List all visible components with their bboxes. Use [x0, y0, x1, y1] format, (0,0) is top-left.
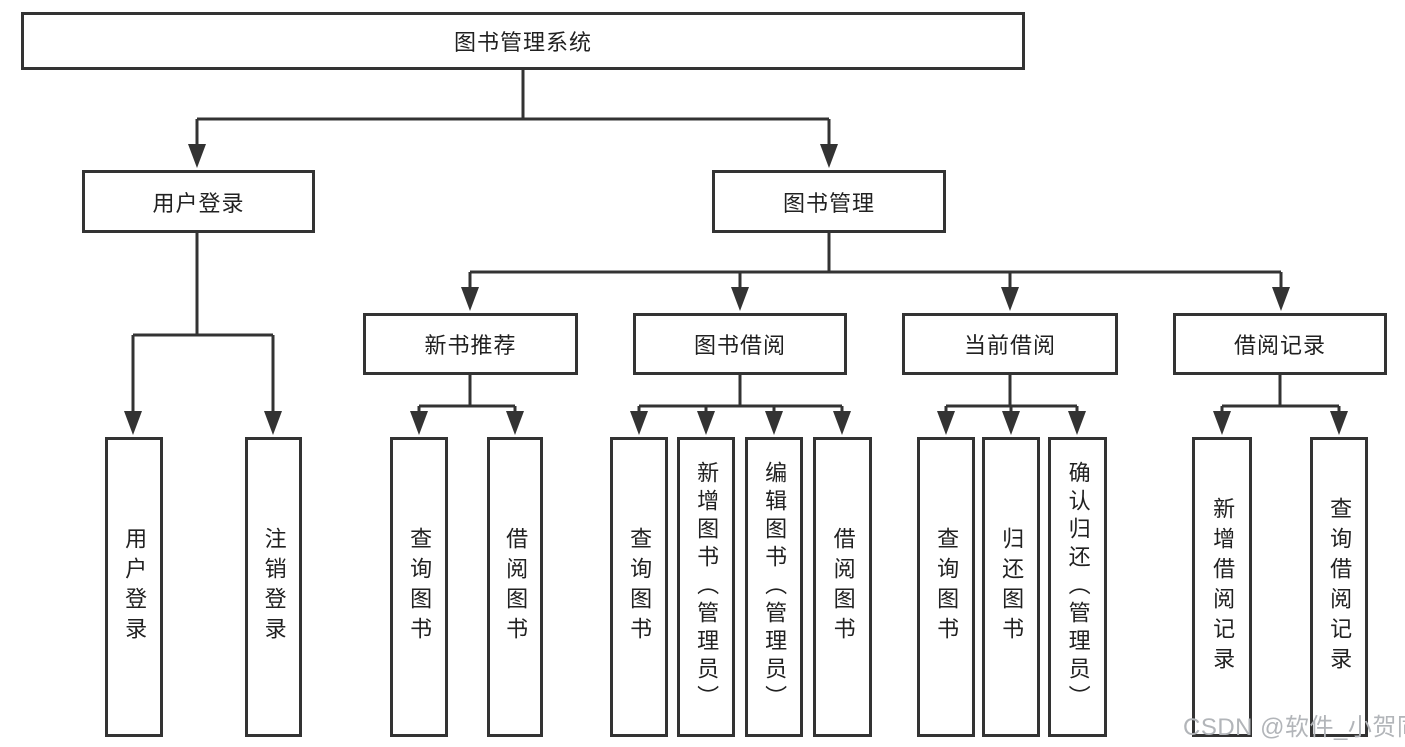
node-book-management-label: 图书管理	[782, 190, 875, 216]
connector-current-borrowing-to-leaves	[937, 375, 1086, 435]
node-leaf-bor-edit-books: 编辑图书（管理员）	[745, 437, 803, 737]
node-root-label: 图书管理系统	[453, 30, 592, 55]
node-leaf-logout-label: 注销登录	[261, 527, 287, 647]
node-leaf-bor-edit-books-label: 编辑图书（管理员）	[762, 461, 788, 713]
watermark-text: CSDN @软件_小贺同学	[1183, 714, 1405, 741]
arrowhead	[1001, 287, 1019, 311]
arrowhead	[630, 411, 648, 435]
node-leaf-cur-confirm-return-label: 确认归还（管理员）	[1065, 461, 1091, 713]
connector-book-management-to-level3	[461, 233, 1290, 311]
connector-root-to-level2	[188, 70, 838, 168]
node-leaf-query-borrow-record: 查询借阅记录	[1310, 437, 1368, 737]
node-leaf-bor-add-books: 新增图书（管理员）	[677, 437, 735, 737]
connector-borrowing-records-to-leaves	[1213, 375, 1348, 435]
node-current-borrowing: 当前借阅	[902, 313, 1118, 375]
node-leaf-cur-query-books-label: 查询图书	[934, 527, 960, 647]
node-leaf-rec-query-books-label: 查询图书	[407, 527, 433, 647]
node-leaf-cur-return-books: 归还图书	[982, 437, 1040, 737]
node-leaf-cur-query-books: 查询图书	[917, 437, 975, 737]
arrowhead	[1068, 411, 1086, 435]
arrowhead	[124, 411, 142, 435]
arrowhead	[1213, 411, 1231, 435]
arrowhead	[506, 411, 524, 435]
arrowhead	[1330, 411, 1348, 435]
arrowhead	[937, 411, 955, 435]
node-book-borrowing-label: 图书借阅	[693, 333, 786, 358]
node-new-book-recommend: 新书推荐	[363, 313, 578, 375]
arrowhead	[1002, 411, 1020, 435]
node-borrowing-records-label: 借阅记录	[1233, 333, 1326, 358]
node-leaf-add-borrow-record: 新增借阅记录	[1192, 437, 1252, 737]
node-leaf-rec-borrow-books-label: 借阅图书	[503, 527, 529, 647]
node-leaf-add-borrow-record-label: 新增借阅记录	[1210, 497, 1236, 677]
connector-user-login-to-leaves	[124, 233, 282, 435]
node-new-book-recommend-label: 新书推荐	[424, 333, 517, 358]
node-user-login-label: 用户登录	[152, 190, 245, 216]
arrowhead	[1272, 287, 1290, 311]
node-current-borrowing-label: 当前借阅	[963, 333, 1056, 358]
node-leaf-cur-confirm-return: 确认归还（管理员）	[1048, 437, 1107, 737]
arrowhead	[264, 411, 282, 435]
node-borrowing-records: 借阅记录	[1173, 313, 1387, 375]
arrowhead	[188, 144, 206, 168]
node-user-login: 用户登录	[82, 170, 315, 233]
node-leaf-user-login: 用户登录	[105, 437, 163, 737]
connector-book-borrowing-to-leaves	[630, 375, 851, 435]
arrowhead	[731, 287, 749, 311]
node-leaf-bor-add-books-label: 新增图书（管理员）	[694, 461, 720, 713]
node-book-borrowing: 图书借阅	[633, 313, 847, 375]
connector-new-book-recommend-to-leaves	[410, 375, 524, 435]
node-leaf-bor-borrow-books-label: 借阅图书	[830, 527, 856, 647]
arrowhead	[833, 411, 851, 435]
node-leaf-user-login-label: 用户登录	[122, 527, 148, 647]
node-root: 图书管理系统	[21, 12, 1025, 70]
arrowhead	[765, 411, 783, 435]
node-leaf-rec-borrow-books: 借阅图书	[487, 437, 543, 737]
node-leaf-logout: 注销登录	[245, 437, 302, 737]
node-book-management: 图书管理	[712, 170, 946, 233]
node-leaf-bor-query-books-label: 查询图书	[627, 527, 653, 647]
node-leaf-query-borrow-record-label: 查询借阅记录	[1327, 497, 1353, 677]
arrowhead	[461, 287, 479, 311]
node-leaf-rec-query-books: 查询图书	[390, 437, 448, 737]
node-leaf-bor-borrow-books: 借阅图书	[813, 437, 872, 737]
arrowhead	[410, 411, 428, 435]
node-leaf-bor-query-books: 查询图书	[610, 437, 668, 737]
arrowhead	[820, 144, 838, 168]
node-leaf-cur-return-books-label: 归还图书	[999, 527, 1025, 647]
arrowhead	[697, 411, 715, 435]
